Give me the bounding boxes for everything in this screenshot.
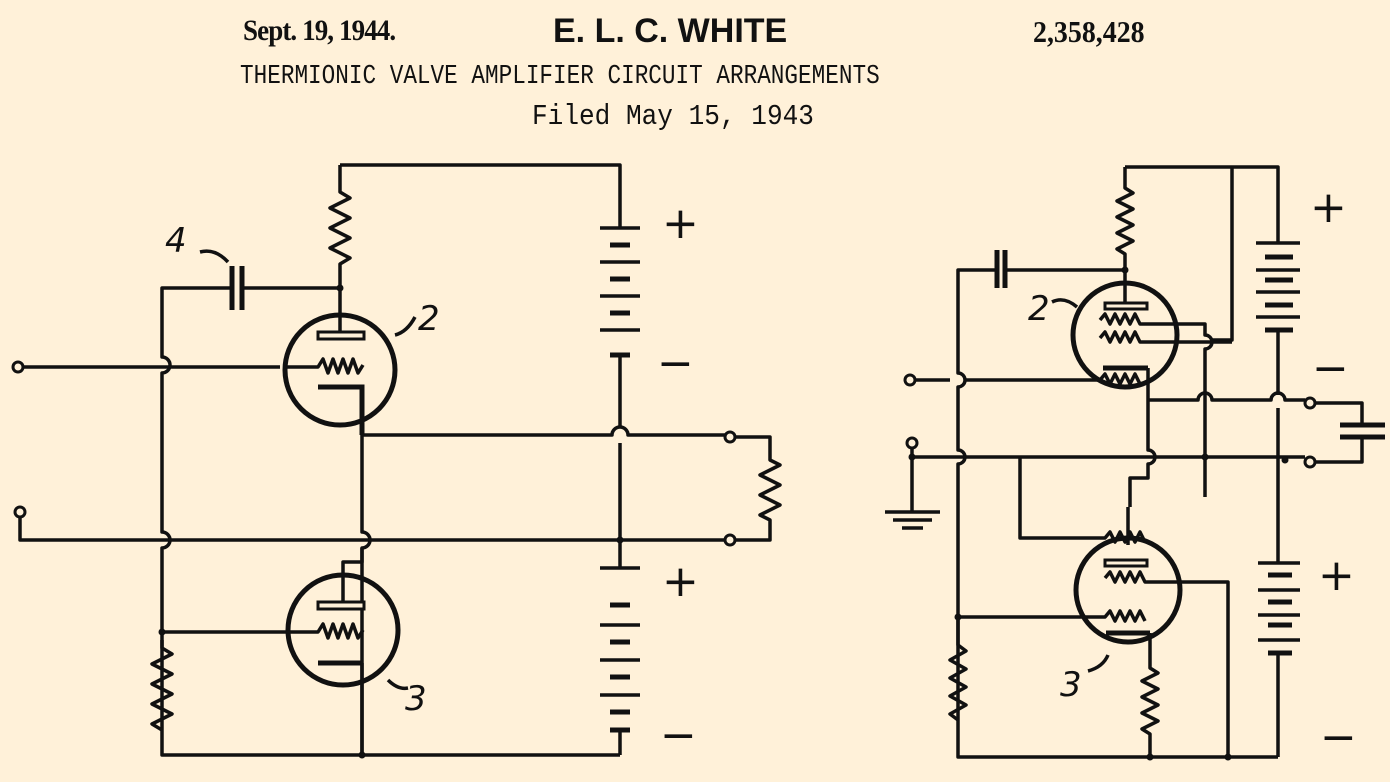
grid-leak-resistor (948, 617, 968, 722)
valve-3-grids (958, 457, 1230, 757)
valve-2-cathode-wire (1146, 368, 1305, 470)
battery-lower (600, 566, 640, 755)
patent-number: 2,358,428 (1033, 14, 1145, 49)
battery-upper (1256, 241, 1300, 333)
output-capacitor (1315, 401, 1364, 464)
filed-date: Filed May 15, 1943 (532, 100, 814, 133)
cathode-resistor (1140, 633, 1160, 757)
output-capacitor-plates (1340, 422, 1385, 440)
junction (158, 628, 166, 636)
battery-lower (1258, 561, 1300, 757)
junction (358, 751, 366, 759)
label-valve-3: 3 (1060, 665, 1082, 705)
label-capacitor-4: 4 (165, 221, 187, 261)
label-3-leader (386, 678, 409, 691)
capacitor (994, 250, 1008, 288)
patent-title: THERMIONIC VALVE AMPLIFIER CIRCUIT ARRAN… (240, 62, 880, 92)
label-3-leader (1087, 654, 1110, 673)
valve-2-cathode (318, 384, 365, 435)
junction (1146, 753, 1154, 761)
capacitor-4 (229, 266, 245, 310)
junction (616, 536, 624, 544)
valve-2-plate (1103, 301, 1149, 311)
label-valve-3: 3 (405, 679, 427, 719)
coupling-wire (956, 268, 1278, 759)
minus-sign: − (1312, 343, 1349, 394)
inventor-name: E. L. C. WHITE (553, 12, 788, 50)
battery-upper (600, 226, 640, 358)
valve-3-grid (162, 622, 365, 640)
plus-sign: + (1318, 550, 1355, 601)
junction (1224, 753, 1232, 761)
junction (1201, 453, 1209, 461)
grid-leak-resistor (150, 640, 174, 732)
common-wire (18, 512, 725, 542)
valve-2 (1070, 280, 1180, 390)
patent-date: Sept. 19, 1944. (243, 14, 396, 47)
anode-resistor (1115, 167, 1135, 305)
ground-wire (885, 448, 940, 530)
label-valve-2: 2 (418, 299, 440, 339)
valve-3-plate (1103, 558, 1149, 568)
left-circuit: 4 2 + − 3 (11, 163, 782, 761)
plus-sign: + (662, 556, 699, 607)
input-terminal-2[interactable] (13, 505, 27, 519)
minus-sign: − (660, 710, 697, 761)
right-circuit: + − 2 3 + − (885, 165, 1385, 763)
coupling-wire (160, 286, 620, 757)
plus-sign: + (1310, 182, 1347, 233)
top-wire (340, 163, 622, 228)
plus-sign: + (662, 198, 699, 249)
valve-2-plate (316, 330, 366, 341)
input-terminal-1[interactable] (11, 360, 25, 374)
valve-2-grids (912, 312, 1232, 497)
minus-sign: − (657, 338, 694, 389)
load-resistor (735, 435, 782, 542)
input-terminal-1[interactable] (903, 373, 917, 387)
valve-2-grid (20, 357, 365, 375)
output-terminal-2[interactable] (1303, 455, 1317, 469)
minus-sign: − (1320, 712, 1357, 763)
anode-resistor (328, 165, 352, 335)
output-terminal-1[interactable] (1303, 396, 1317, 410)
valve-3-plate (316, 600, 366, 611)
top-wire (1125, 165, 1280, 342)
valve-3 (285, 572, 401, 688)
valve-3 (1073, 535, 1183, 645)
valve-3-plate-wire (341, 548, 364, 605)
input-terminal-2[interactable] (905, 436, 919, 450)
output-terminal-2[interactable] (723, 533, 737, 547)
valve-2 (282, 312, 398, 428)
label-2-leader (394, 316, 417, 337)
label-2-leader (1051, 298, 1079, 309)
output-terminal-1[interactable] (723, 430, 737, 444)
junction (1281, 456, 1289, 464)
label-4-leader (199, 249, 230, 264)
label-valve-2: 2 (1028, 289, 1050, 329)
